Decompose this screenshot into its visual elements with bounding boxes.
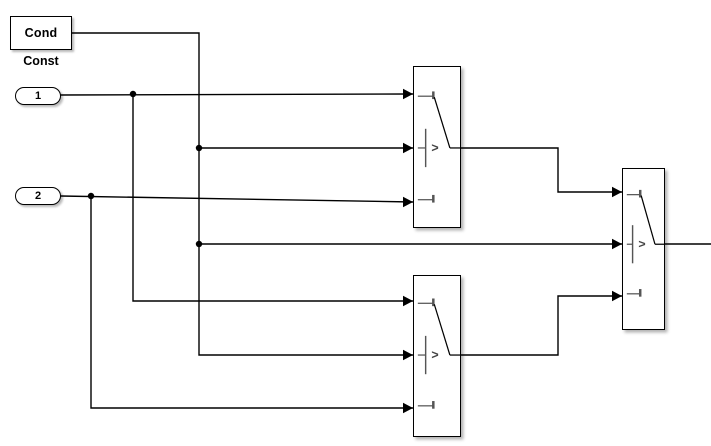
input-port-2[interactable]: 2 [15,187,61,205]
constant-block-caption: Const [23,54,59,68]
switch-operator: > [638,237,645,251]
junction-bus-sw-top-in2 [195,144,203,152]
junction-in2-branch [87,192,95,200]
switch-icon-top: > [417,91,460,203]
switch-block-right[interactable]: > [622,168,665,330]
arrow-sw-bottom-in2 [403,349,413,361]
arrow-sw-top-in3 [403,196,413,208]
const-to-bus[interactable] [71,32,414,356]
input-port-1[interactable]: 1 [15,87,61,105]
arrow-sw-bottom-in3 [403,402,413,414]
switch-operator: > [431,141,438,155]
arrow-sw-right-in2 [612,238,622,250]
sw-bottom-out-to-right-in3[interactable] [460,295,623,356]
junction-bus-sw-right-in2 [195,240,203,248]
junction-in1-branch [129,90,137,98]
input-port-1-label: 1 [34,89,42,102]
switch-icon-right: > [626,189,664,297]
switch-block-bottom[interactable]: > [413,275,461,437]
arrow-sw-right-in3 [612,290,622,302]
in2-to-sw-top-in3[interactable] [60,195,414,203]
arrow-sw-bottom-in1 [403,295,413,307]
arrow-sw-top-in2 [403,142,413,154]
in2-branch-down[interactable] [90,195,414,409]
in1-branch-down[interactable] [132,93,414,302]
switch-icon-bottom: > [417,298,460,409]
arrow-sw-right-in1 [612,186,622,198]
arrow-sw-top-in1 [403,88,413,100]
switch-block-top[interactable]: > [413,66,461,228]
input-port-2-label: 2 [34,189,42,202]
constant-block[interactable]: Cond [10,16,72,50]
constant-block-label: Cond [24,26,58,40]
sw-top-out-to-right-in1[interactable] [460,147,623,193]
switch-operator: > [431,348,438,362]
in1-to-sw-top-in1[interactable] [60,93,414,96]
